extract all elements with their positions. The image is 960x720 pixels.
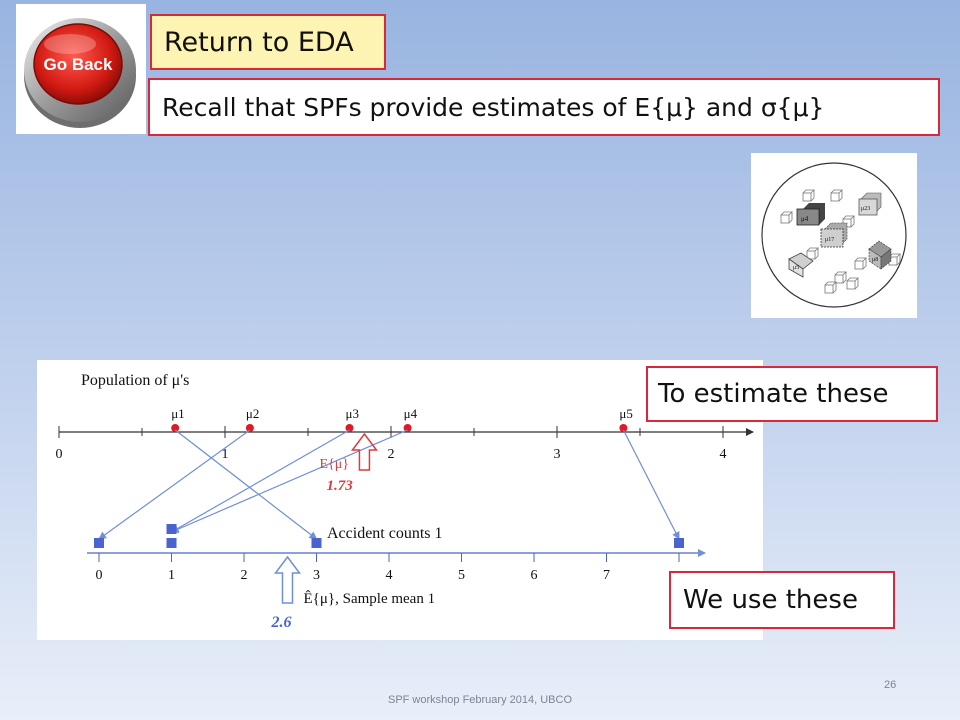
- counts-tick-label: 6: [531, 568, 538, 583]
- count-square: [166, 538, 177, 548]
- we-use-text: We use these: [683, 585, 858, 615]
- sample-mean-label: Ê{μ}, Sample mean 1: [304, 590, 436, 607]
- count-square: [311, 538, 322, 548]
- counts-tick-label: 0: [96, 568, 103, 583]
- recall-text: Recall that SPFs provide estimates of E{…: [162, 92, 825, 122]
- population-point-label: μ4: [404, 406, 418, 421]
- svg-text:μ23: μ23: [861, 206, 870, 212]
- cube-mu23: μ23: [858, 192, 882, 216]
- population-axis: 0 1 2 3 4 μ1 μ2 μ3 μ4 μ5: [56, 406, 754, 462]
- svg-text:μ8: μ8: [872, 257, 878, 263]
- sample-mean-value: 2.6: [271, 614, 292, 631]
- population-tick-label: 4: [720, 447, 727, 462]
- svg-text:μ4: μ4: [801, 215, 809, 223]
- population-point: [345, 424, 354, 432]
- population-sphere-illustration: μ4 μ23 μ17 μ5 μ8: [751, 153, 917, 318]
- counts-tick-label: 3: [313, 568, 320, 583]
- population-point: [245, 424, 254, 432]
- to-estimate-callout: To estimate these: [646, 366, 938, 422]
- go-back-button-icon: Go Back: [24, 18, 136, 128]
- mapping-arrow: [170, 429, 408, 533]
- counts-tick-label: 2: [241, 568, 248, 583]
- cube-mu8: μ8: [868, 240, 892, 270]
- counts-axis: 0 1 2 3 4 5 6 7: [87, 524, 706, 583]
- slide-footer: SPF workshop February 2014, UBCO: [387, 694, 573, 706]
- mapping-arrow: [98, 429, 251, 540]
- counts-tick-label: 1: [168, 568, 175, 583]
- counts-title: Accident counts 1: [327, 525, 443, 542]
- population-tick-label: 3: [554, 447, 561, 462]
- population-mean-value: 1.73: [326, 478, 353, 494]
- counts-tick-label: 7: [603, 568, 610, 583]
- population-point: [403, 424, 412, 432]
- return-to-eda-link[interactable]: Return to EDA: [150, 14, 386, 70]
- go-back-label: Go Back: [44, 55, 114, 74]
- population-title: Population of μ's: [81, 372, 189, 389]
- mapping-arrow: [174, 429, 318, 540]
- cube-mu17: μ17: [820, 222, 848, 248]
- population-tick-label: 2: [388, 447, 395, 462]
- population-point-label: μ5: [619, 406, 632, 421]
- population-mean-label: E{μ}: [319, 457, 349, 472]
- population-point-label: μ3: [346, 406, 359, 421]
- cube-mu4: μ4: [796, 203, 825, 226]
- count-square: [674, 538, 684, 548]
- recall-callout: Recall that SPFs provide estimates of E{…: [148, 78, 940, 136]
- cube-mu5: μ5: [788, 252, 814, 278]
- population-tick-label: 1: [222, 447, 229, 462]
- population-and-counts-diagram: Population of μ's Accident counts 1 0 1 2 3…: [37, 360, 763, 640]
- population-tick-label: 0: [56, 447, 63, 462]
- counts-tick-label: 5: [458, 568, 465, 583]
- mapping-arrows: [98, 429, 680, 540]
- mapping-arrow: [622, 429, 680, 540]
- population-mean-marker: E{μ} 1.73: [319, 432, 378, 494]
- we-use-callout: We use these: [669, 571, 895, 629]
- counts-tick-label: 4: [386, 568, 393, 583]
- mapping-arrow: [170, 429, 350, 533]
- count-square: [94, 538, 104, 548]
- sample-mean-marker: Ê{μ}, Sample mean 1 2.6: [271, 555, 436, 631]
- slide-number: 26: [884, 679, 897, 691]
- svg-text:μ5: μ5: [793, 265, 799, 271]
- population-point-label: μ2: [246, 406, 259, 421]
- svg-text:μ17: μ17: [825, 237, 834, 243]
- sample-mean-arrow: [274, 555, 301, 604]
- population-point: [171, 424, 180, 432]
- go-back-button[interactable]: Go Back: [16, 4, 146, 134]
- count-square: [166, 524, 177, 534]
- population-point-label: μ1: [171, 406, 184, 421]
- to-estimate-text: To estimate these: [658, 379, 889, 409]
- population-point: [619, 424, 628, 432]
- population-mean-arrow: [350, 432, 378, 471]
- return-to-eda-label: Return to EDA: [164, 26, 354, 58]
